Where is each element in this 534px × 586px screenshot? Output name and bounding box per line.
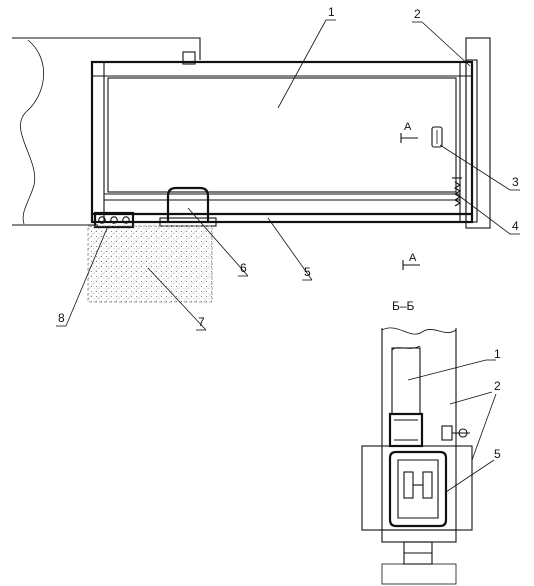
label-7-callout: 7 [147, 267, 207, 331]
label-2-callout: 2 [412, 7, 471, 67]
label-foundation: 7 [198, 315, 205, 329]
section-view: Б–Б [361, 299, 501, 585]
section-bolt [441, 425, 470, 441]
label-5-callout: 5 [267, 217, 313, 281]
label-bottom-rail: 5 [304, 265, 311, 279]
section-clamp [388, 412, 424, 448]
label-1-callout: 1 [277, 5, 336, 109]
section-title: Б–Б [392, 299, 415, 313]
section-label-2: 2 [449, 379, 501, 461]
label-roller: 6 [240, 261, 247, 275]
label-spring: 4 [512, 219, 519, 233]
main-elevation-view: A A 1 2 3 4 [12, 5, 520, 331]
section-label-1-text: 1 [494, 347, 501, 361]
label-handle: 3 [512, 175, 519, 189]
bottom-rail [92, 212, 472, 223]
section-label-5-text: 5 [494, 447, 501, 461]
section-c-profile [388, 450, 448, 528]
section-glass [391, 347, 421, 415]
gate-frame [90, 60, 474, 224]
frame-post [465, 37, 491, 229]
section-label-1: 1 [407, 347, 501, 381]
section-mark-top: A [400, 121, 418, 143]
glass-panel [107, 77, 457, 193]
spring [452, 177, 462, 207]
label-4-callout: 4 [457, 194, 520, 235]
section-base-plate [381, 529, 457, 543]
section-letter-bottom: A [409, 252, 417, 264]
label-8-callout: 8 [56, 225, 109, 327]
section-label-5: 5 [445, 447, 501, 493]
handle [431, 126, 443, 148]
label-bracket: 8 [58, 311, 65, 325]
section-label-2-text: 2 [494, 379, 501, 393]
section-mark-bottom: A [402, 252, 420, 270]
label-6-callout: 6 [187, 207, 249, 277]
left-wall [12, 37, 201, 226]
section-letter-top: A [404, 121, 412, 133]
label-3-callout: 3 [439, 144, 520, 191]
label-glass-panel: 1 [328, 5, 335, 19]
top-guide-stub [182, 51, 196, 65]
label-frame-post: 2 [414, 7, 421, 21]
mounting-bracket [93, 211, 135, 229]
